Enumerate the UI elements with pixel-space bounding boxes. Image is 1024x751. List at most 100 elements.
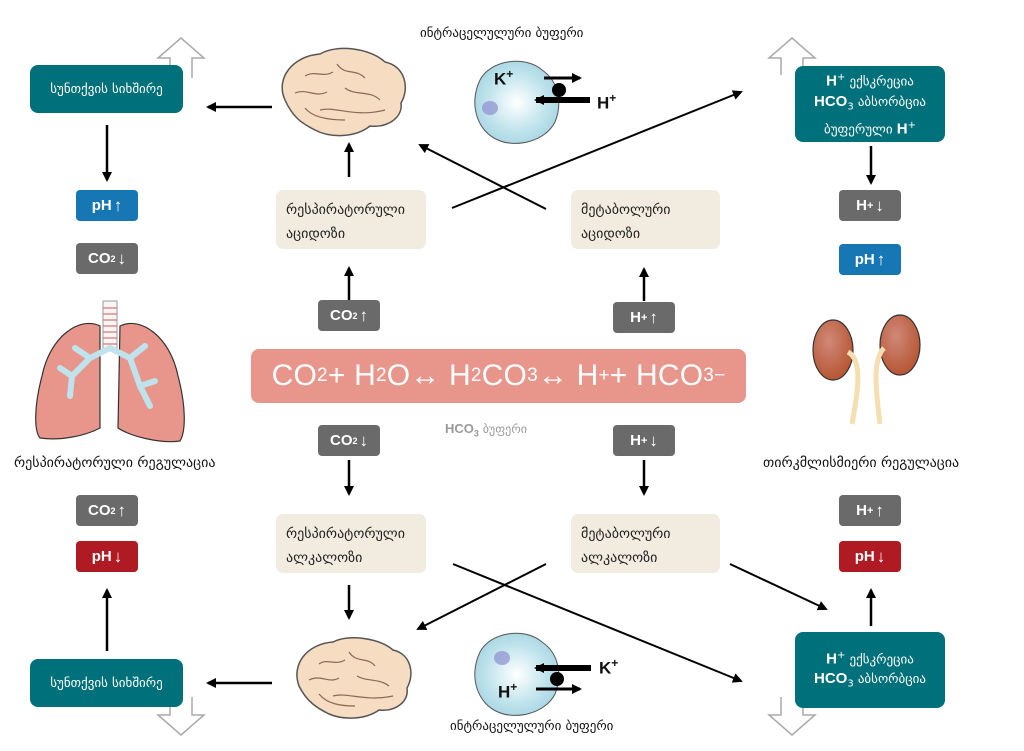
kidneys-icon: [812, 314, 921, 425]
box-line: აციდოზი: [286, 226, 346, 242]
sup: +: [640, 434, 648, 447]
ion-h-label: H+: [498, 680, 517, 703]
down-arrow-icon: ↓: [875, 195, 884, 215]
intracellular-buffer-label-top: ინტრაცელულური ბუფერი: [420, 26, 584, 41]
sup: +: [836, 72, 846, 84]
arrow-resp-acidosis-to-kidney: [451, 90, 743, 209]
bicarbonate-buffer-label: HCO3 ბუფერი: [445, 421, 527, 439]
sup: +: [506, 67, 514, 81]
chip-text: H: [856, 197, 867, 214]
eq-sup: +: [598, 365, 610, 386]
renal-regulation-label: თირკმლისმიერი რეგულაცია: [763, 455, 960, 471]
down-arrow-icon: ↓: [117, 248, 127, 268]
sup: +: [866, 199, 874, 212]
down-arrow-icon: ↓: [876, 546, 886, 566]
renal-compensation-box-bottom: H+ ექსკრეცია HCO3 აბსორბცია: [795, 632, 945, 708]
ion-h-label: H+: [597, 91, 616, 114]
lungs-icon: [35, 300, 185, 443]
chip-text: CO: [87, 250, 111, 267]
chip-text: pH: [854, 548, 875, 565]
eq-text: CO: [481, 359, 528, 392]
sub: 2: [352, 435, 358, 446]
chip-text: H: [630, 309, 641, 326]
breathing-rate-box-top: სუნთქვის სიხშირე: [30, 65, 183, 113]
transporter-icon: [550, 672, 564, 686]
chip-text: pH: [91, 197, 112, 214]
down-arrow-icon: ↓: [113, 546, 123, 566]
ion: H: [597, 93, 610, 113]
text: ექსკრეცია: [845, 652, 914, 668]
ph-up-chip: pH↑: [839, 244, 901, 275]
text: აბსორბცია: [853, 94, 927, 110]
intracellular-cell-icon: [474, 632, 560, 716]
box-line: მეტაბოლური: [581, 202, 671, 218]
eq-sub: 2: [470, 365, 482, 386]
sup: +: [836, 650, 846, 662]
sup: +: [510, 680, 518, 694]
ion: HCO: [813, 92, 848, 110]
chip-text: pH: [854, 251, 875, 268]
text: ბუფერული: [824, 122, 897, 138]
box-line: მეტაბოლური: [581, 526, 671, 542]
box-line: ალკალოზი: [581, 550, 658, 566]
ph-up-chip: pH↑: [76, 190, 138, 221]
box-line: რესპირატორული: [286, 202, 405, 218]
respiratory-regulation-label: რესპირატორული რეგულაცია: [14, 455, 216, 471]
chip-text: CO: [329, 432, 353, 449]
ion-k-label: K+: [494, 67, 513, 90]
sup: +: [611, 656, 619, 670]
up-arrow-icon: ↑: [649, 307, 658, 327]
arrow-metab-acidosis-to-brain: [418, 144, 547, 210]
h-up-chip: H+↑: [613, 302, 675, 333]
chip-text: H: [856, 502, 867, 519]
increase-hollow-arrow-icon: [155, 37, 207, 78]
eq-sub: 3: [703, 365, 715, 386]
ion: H: [826, 72, 837, 90]
up-arrow-icon: ↑: [359, 305, 369, 325]
breathing-rate-box-bottom: სუნთქვის სიხშირე: [30, 659, 183, 707]
box-line: აციდოზი: [581, 226, 641, 242]
sup: +: [866, 504, 874, 517]
up-arrow-icon: ↑: [876, 249, 886, 269]
eq-sub: 2: [375, 365, 387, 386]
chip-text: H: [630, 432, 641, 449]
decrease-hollow-arrow-icon: [766, 697, 818, 736]
text: ექსკრეცია: [845, 74, 914, 90]
transporter-icon: [552, 83, 566, 97]
eq-arrow: ↔ H: [537, 359, 599, 392]
down-arrow-icon: ↓: [649, 430, 658, 450]
chip-text: pH: [91, 548, 112, 565]
eq-hco3: + HCO: [609, 359, 704, 392]
sub: 3: [473, 428, 479, 439]
ion: H: [896, 120, 908, 138]
ion: H: [826, 650, 837, 668]
eq-sub: 2: [317, 365, 328, 386]
box-line: რესპირატორული: [286, 526, 405, 542]
up-arrow-icon: ↑: [875, 500, 884, 520]
sup: +: [609, 91, 617, 105]
intracellular-buffer-label-bottom: ინტრაცელულური ბუფერი: [450, 719, 614, 734]
brain-icon: [296, 637, 412, 719]
sub: 2: [110, 505, 116, 516]
sup: +: [907, 120, 916, 132]
eq-sub: 3: [527, 365, 538, 386]
arrow-metab-alkalosis-to-kidney: [729, 563, 828, 611]
ion: K: [599, 658, 612, 678]
eq-co2: CO: [271, 359, 318, 392]
buffered-h-line: ბუფერული H+: [824, 116, 916, 139]
sub: 2: [110, 253, 116, 264]
chip-text: CO: [87, 502, 111, 519]
arrow-metab-alkalosis-to-brain: [416, 563, 547, 630]
intracellular-cell-icon: [474, 60, 560, 144]
up-arrow-icon: ↑: [113, 195, 123, 215]
chip-text: CO: [329, 307, 353, 324]
ion: K: [494, 69, 507, 89]
ion: HCO: [813, 670, 848, 688]
ph-down-chip: pH↓: [839, 541, 901, 572]
hco3-absorption-line: HCO3 აბსორბცია: [814, 669, 926, 694]
breathing-rate-label: სუნთქვის სიხშირე: [50, 675, 163, 691]
renal-compensation-box-top: H+ ექსკრეცია HCO3 აბსორბცია ბუფერული H+: [795, 66, 945, 142]
